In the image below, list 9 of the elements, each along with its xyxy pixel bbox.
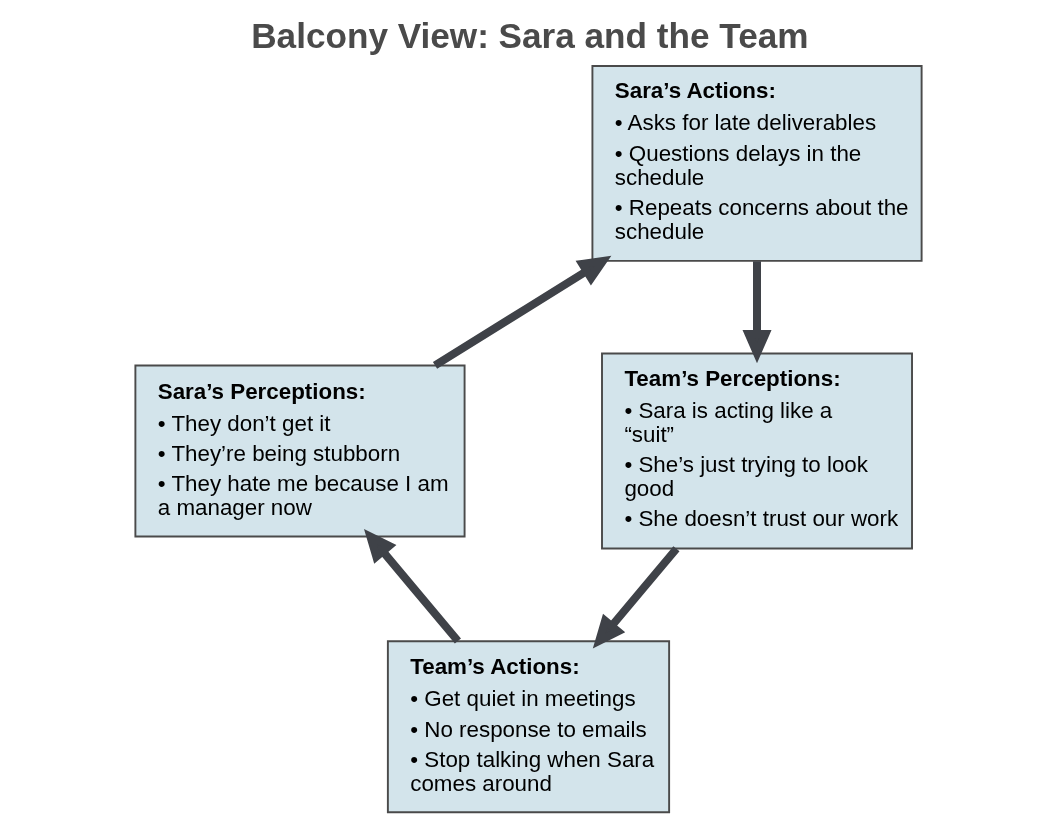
arrow [742,261,772,364]
diagram-title: Balcony View: Sara and the Team [251,15,809,55]
node-box: Sara’s Perceptions: • They don’t get it • They’re being stubborn • They hate me because I am a manager now [134,364,466,538]
node-box: Sara’s Actions: • Asks for late deliverables • Questions delays in the schedule • Repeats concerns about the schedule [591,65,923,262]
arrow [364,529,461,644]
node-box: Team’s Perceptions: • Sara is acting like a “suit” • She’s just trying to look good • She doesn’t trust our work [601,352,913,550]
node-box: Team’s Actions: • Get quiet in meetings • No response to emails • Stop talking when Sara comes around [386,640,671,814]
arrow [432,255,612,369]
arrow [592,546,680,649]
